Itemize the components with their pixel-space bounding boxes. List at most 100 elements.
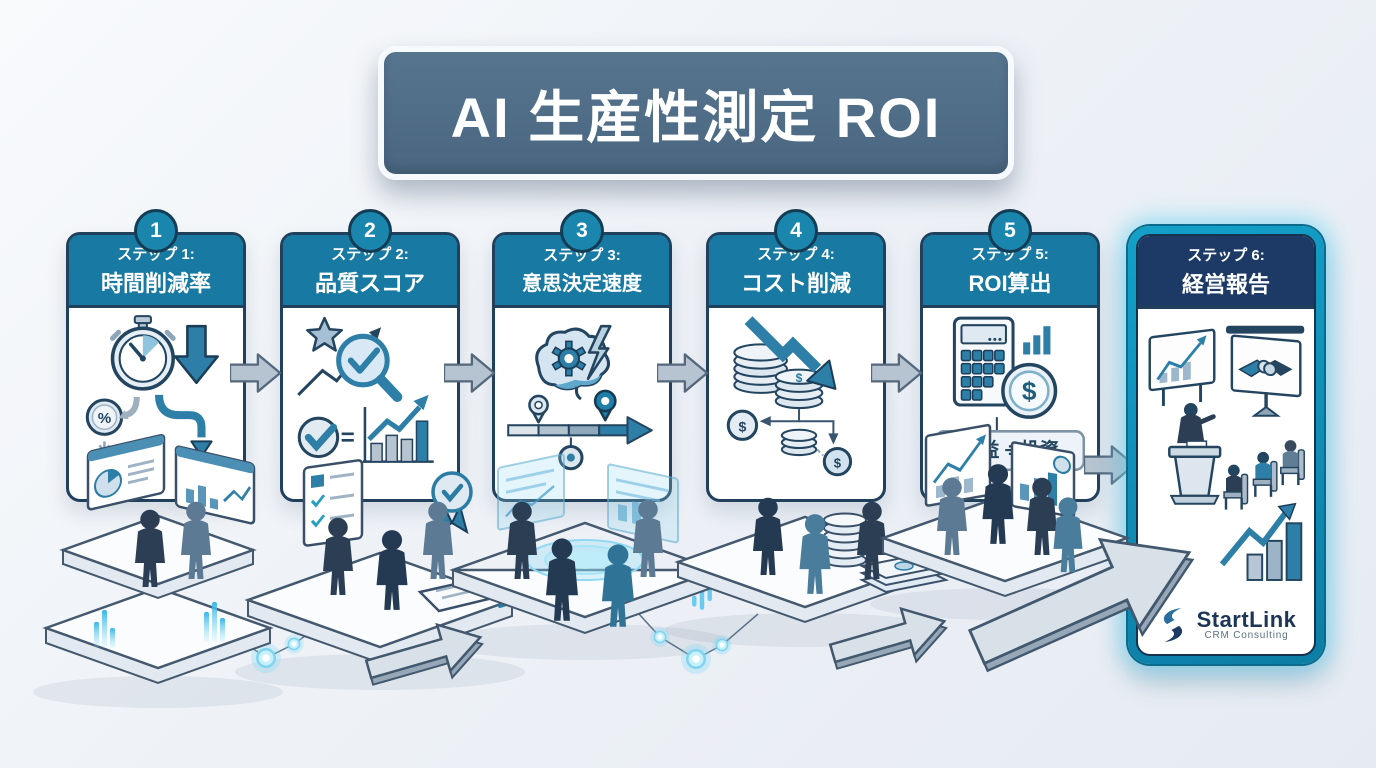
flow-arrow-3-4 [657, 353, 709, 393]
step-card-1: 1 ステップ 1: 時間削減率 % [66, 209, 246, 502]
step-label: ステップ 4: [757, 245, 835, 263]
glow-node-icon [226, 626, 248, 648]
step-label: ステップ 3: [543, 247, 621, 264]
person [1053, 497, 1083, 573]
lightning-icon [586, 324, 612, 381]
platform-shadow [33, 676, 283, 708]
calculator-icon [952, 316, 1015, 407]
step-1-illustration: % [85, 315, 219, 458]
dollar-coin-icon: $ [1001, 362, 1058, 419]
person [546, 538, 578, 621]
svg-text:$: $ [1022, 376, 1037, 406]
step-5-header: ステップ 5: ROI算出 [923, 235, 1097, 308]
dollar-coin-icon [726, 409, 759, 441]
step-number-badge: 3 [560, 209, 604, 253]
flow-arrow-5-6 [1084, 445, 1136, 485]
platform-shadow [665, 613, 945, 647]
signal-bars-icon [258, 588, 278, 612]
timeline-arrow-icon [507, 389, 653, 471]
glow-node-icon [711, 634, 733, 656]
step-3-header: ステップ 3: 意思決定速度 [495, 235, 669, 308]
audience-icon [1223, 440, 1305, 510]
person [507, 501, 537, 579]
step-label: ステップ 2: [331, 245, 409, 263]
mini-bar-chart-icon [1023, 326, 1051, 355]
step-3-illustration [507, 324, 653, 471]
step-card-3: 3 ステップ 3: 意思決定速度 [492, 209, 672, 502]
check-circle-icon [297, 416, 340, 459]
decline-arrow-icon [744, 316, 837, 390]
step-number-badge: 1 [134, 209, 178, 253]
logo-subtitle: CRM Consulting [1204, 630, 1289, 642]
coin-stacks-icon: $ [733, 343, 824, 410]
cost-flow-icon: $ $ [726, 409, 853, 477]
glow-node-icon [649, 626, 671, 648]
flow-arrow-1-2 [230, 353, 282, 393]
brain-gear-icon [535, 324, 612, 401]
step-5-illustration: $ 利益 ÷ 投資 [934, 316, 1086, 471]
iso-arrow-2-3 [360, 613, 490, 701]
holo-table-icon [526, 539, 644, 581]
stopwatch-icon [110, 315, 176, 391]
bar-chart-icon [362, 394, 434, 463]
page-title: AI 生産性測定 ROI [450, 85, 942, 149]
person [423, 501, 453, 579]
person [799, 514, 831, 594]
flow-arrow-4-5 [871, 353, 923, 393]
location-pin-icon [528, 394, 549, 424]
step-label: ステップ 5: [971, 245, 1049, 263]
platform-shadow [235, 654, 525, 690]
step-card-4: 4 ステップ 4: コスト削減 $ [706, 209, 886, 502]
glow-node-icon [679, 642, 713, 676]
step-card-6-frame: ステップ 6: 経営報告 [1128, 226, 1324, 664]
step-metric: ROI算出 [968, 270, 1052, 296]
roi-formula: 利益 ÷ 投資 [961, 439, 1059, 462]
person [323, 517, 353, 595]
handshake-board-icon [1226, 325, 1305, 417]
signal-bars-icon [692, 586, 712, 610]
platform-4 [674, 497, 950, 624]
step-number-badge: 4 [774, 209, 818, 253]
person [181, 501, 211, 579]
startlink-logo: StartLink CRM Consulting [1138, 606, 1314, 644]
step-6-header: ステップ 6: 経営報告 [1138, 236, 1314, 309]
formula-box: 利益 ÷ 投資 [934, 430, 1086, 471]
step-label: ステップ 6: [1187, 246, 1265, 264]
step-metric: 時間削減率 [100, 270, 211, 296]
magnifier-check-icon [336, 333, 403, 402]
banknote-stack-icon [858, 552, 950, 594]
platform-shadow [870, 588, 1140, 620]
step-metric: 品質スコア [314, 270, 425, 296]
step-number-badge: 2 [348, 209, 392, 253]
glow-node-icon [249, 641, 283, 675]
svg-text:%: % [98, 410, 112, 427]
star-icon [306, 316, 343, 352]
step-metric: 意思決定速度 [522, 273, 642, 295]
step-card-5: 5 ステップ 5: ROI算出 [920, 209, 1100, 502]
chart-board-icon [1148, 328, 1216, 406]
person [857, 501, 887, 579]
person [633, 499, 663, 577]
glow-node-icon [283, 633, 305, 655]
dollar-coin-icon [822, 446, 853, 477]
location-pin-icon [593, 389, 617, 422]
step-6-illustration [1148, 325, 1305, 581]
iso-arrow-4-5 [824, 597, 954, 685]
step-2-illustration: = [297, 316, 434, 463]
svg-text:$: $ [738, 418, 746, 434]
equals-sign: = [341, 424, 355, 451]
person [135, 509, 165, 587]
platform-shadow [440, 624, 730, 660]
title-banner: AI 生産性測定 ROI [378, 46, 1014, 180]
podium-presenter-icon [1168, 403, 1222, 505]
step-label: ステップ 1: [117, 245, 195, 263]
flow-arrow-2-3 [444, 353, 496, 393]
down-arrow-icon [173, 324, 219, 385]
coin-stack-icon [823, 512, 867, 568]
growth-chart-icon [1219, 502, 1303, 581]
step-metric: 経営報告 [1181, 271, 1270, 297]
step-2-header: ステップ 2: 品質スコア [283, 235, 457, 308]
clipboard-icon [417, 577, 522, 613]
branch-arrows-icon [118, 394, 213, 458]
